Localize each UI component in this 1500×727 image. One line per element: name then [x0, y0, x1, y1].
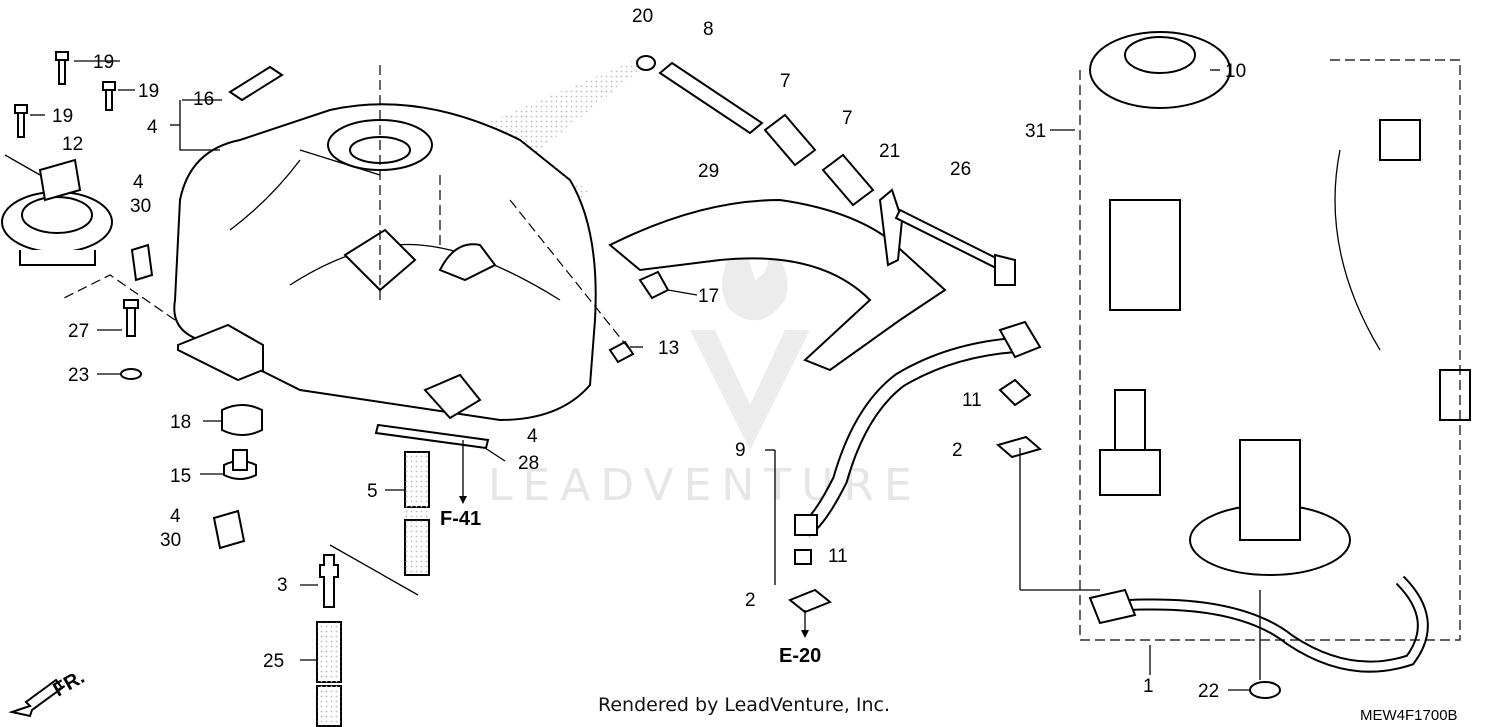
- callout-4: 4: [527, 426, 538, 447]
- callout-25: 25: [263, 651, 284, 672]
- tab-16: [228, 65, 284, 102]
- callout-13: 13: [658, 338, 679, 359]
- mount-hardware: [120, 299, 264, 480]
- callout-3: 3: [277, 575, 288, 596]
- reference-e20: E-20: [779, 645, 821, 667]
- hoses-left: [316, 423, 490, 727]
- callout-4: 4: [170, 506, 181, 527]
- callout-1: 1: [1143, 676, 1154, 697]
- callout-31: 31: [1025, 121, 1046, 142]
- callout-22: 22: [1198, 681, 1219, 702]
- callout-2: 2: [745, 590, 756, 611]
- callout-23: 23: [68, 365, 89, 386]
- callout-16: 16: [193, 89, 214, 110]
- cushions-30: [130, 243, 246, 550]
- callout-30: 30: [130, 196, 151, 217]
- callout-19: 19: [138, 81, 159, 102]
- small-hardware: [608, 188, 1016, 364]
- bolts-19: [14, 51, 116, 138]
- callout-12: 12: [62, 134, 83, 155]
- callout-20: 20: [632, 6, 653, 27]
- callout-10: 10: [1225, 61, 1246, 82]
- callout-28: 28: [518, 453, 539, 474]
- callout-7: 7: [842, 108, 853, 129]
- callout-7: 7: [780, 71, 791, 92]
- hose-9: [788, 320, 1043, 614]
- callout-27: 27: [68, 321, 89, 342]
- callout-17: 17: [698, 286, 719, 307]
- callout-11: 11: [962, 390, 982, 411]
- callouts: 1 2 2 3 4 4 4 4 5 7 7 8 9 10 11 11 12 13…: [52, 6, 1246, 702]
- callout-2: 2: [952, 440, 963, 461]
- render-credit: Rendered by LeadVenture, Inc.: [598, 694, 891, 716]
- callout-11: 11: [828, 546, 848, 567]
- callout-8: 8: [703, 19, 714, 40]
- leader-lines: [30, 59, 1461, 691]
- references: F-41 E-20: [440, 495, 821, 667]
- callout-9: 9: [735, 440, 746, 461]
- watermark-text: LEADVENTURE: [488, 460, 922, 511]
- fuel-pump-assembly: [1088, 31, 1471, 699]
- callout-18: 18: [170, 412, 191, 433]
- diagram-code: MEW4F1700B: [1360, 707, 1458, 724]
- front-direction-marker: FR.: [8, 666, 89, 718]
- callout-19: 19: [93, 52, 114, 73]
- callout-30: 30: [160, 530, 181, 551]
- callout-4: 4: [147, 117, 158, 138]
- callout-29: 29: [698, 161, 719, 182]
- callout-26: 26: [950, 159, 971, 180]
- callout-21: 21: [879, 141, 900, 162]
- fuel-cap: [1, 154, 113, 266]
- callout-15: 15: [170, 466, 191, 487]
- bracket-29: [608, 198, 947, 372]
- reference-f41: F-41: [440, 508, 481, 530]
- callout-5: 5: [367, 481, 378, 502]
- callout-19: 19: [52, 106, 73, 127]
- breather-parts: [636, 55, 875, 207]
- callout-4: 4: [133, 172, 144, 193]
- front-label: FR.: [50, 666, 89, 701]
